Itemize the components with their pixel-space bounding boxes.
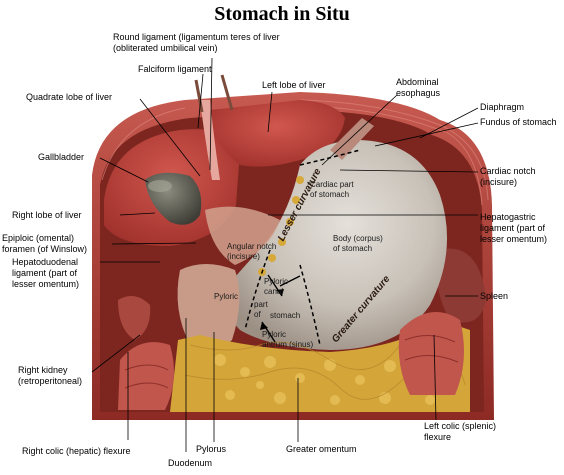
- page-title: Stomach in Situ: [214, 3, 350, 25]
- falciform-ligament: [200, 100, 220, 180]
- duodenum: [177, 264, 240, 352]
- right-colic-flexure: [118, 342, 174, 410]
- leader-lines: [91, 57, 479, 452]
- spleen: [436, 248, 486, 323]
- label-cardiac-notch: Cardiac notch (incisure): [480, 166, 536, 187]
- inner-label-body: Body (corpus) of stomach: [333, 234, 383, 253]
- inner-label-stomach: stomach: [270, 311, 301, 320]
- lesser-curvature-fat: [258, 176, 304, 276]
- label-hepatogastric-ligament: Hepatogastric ligament (part of lesser o…: [480, 212, 548, 244]
- label-gallbladder: Gallbladder: [38, 152, 85, 162]
- right-kidney: [118, 296, 151, 340]
- label-left-colic-flexure: Left colic (splenic) flexure: [424, 421, 497, 442]
- inner-label-part-of: part of: [254, 300, 268, 319]
- lesser-omentum: [205, 206, 280, 265]
- left-lobe-liver: [210, 100, 345, 167]
- left-colic-flexure: [398, 312, 464, 395]
- inner-label-cardiac-part: Cardiac part of stomach: [310, 180, 354, 199]
- label-duodenum: Duodenum: [168, 458, 213, 468]
- label-falciform-ligament: Falciform ligament: [138, 64, 212, 74]
- label-quadrate-lobe: Quadrate lobe of liver: [26, 92, 113, 102]
- label-diaphragm: Diaphragm: [480, 102, 525, 112]
- label-round-ligament: Round ligament (ligamentum teres of live…: [113, 32, 280, 53]
- esophagus: [330, 118, 374, 160]
- inner-label-angular-notch: Angular notch (incisure): [227, 242, 277, 261]
- label-hepatoduodenal-ligament: Hepatoduodenal ligament (part of lesser …: [12, 257, 80, 289]
- label-greater-omentum: Greater omentum: [286, 444, 357, 454]
- greater-omentum: [170, 320, 470, 412]
- label-fundus: Fundus of stomach: [480, 117, 557, 127]
- label-right-colic-flexure: Right colic (hepatic) flexure: [22, 446, 131, 456]
- label-right-lobe-liver: Right lobe of liver: [12, 210, 82, 220]
- label-abdominal-esophagus: Abdominal esophagus: [396, 77, 441, 98]
- inner-label-pyloric: Pyloric: [214, 292, 239, 301]
- inner-label-pyloric-canal: Pyloric canal: [264, 277, 289, 296]
- label-spleen: Spleen: [480, 291, 509, 301]
- inner-label-pyloric-antrum: Pyloric antrum (sinus): [262, 330, 314, 349]
- label-pylorus: Pylorus: [196, 444, 227, 454]
- stomach: [225, 140, 448, 350]
- label-right-kidney: Right kidney (retroperitoneal): [18, 365, 83, 386]
- label-left-lobe-liver: Left lobe of liver: [262, 80, 326, 90]
- label-epiploic-foramen: Epiploic (omental) foramen (of Winslow): [2, 233, 88, 254]
